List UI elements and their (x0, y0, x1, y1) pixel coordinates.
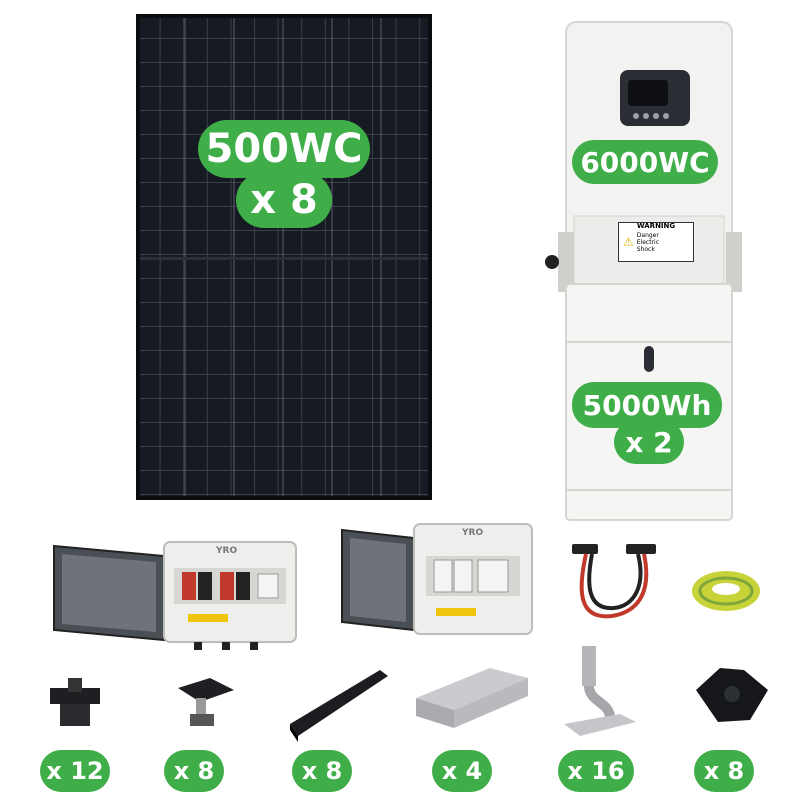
rail-icon (290, 670, 388, 742)
ac-box-image (341, 523, 533, 635)
cables-icon (572, 544, 656, 619)
ac-box-brand: YRO (462, 528, 484, 538)
dc-box-brand: YRO (216, 546, 238, 556)
warning-text-line2: Electric (636, 239, 659, 246)
warning-triangle-icon: ⚠ (623, 235, 634, 249)
panel-quantity-label: x 8 (236, 172, 332, 228)
mid-clamp (170, 670, 240, 730)
ground-cable-icon (692, 571, 760, 611)
mounting-rail (286, 666, 392, 746)
solar-panel (136, 14, 432, 500)
ac-protection-box: YRO (340, 522, 536, 642)
warning-label: WARNING ⚠ Danger Electric Shock (618, 222, 694, 262)
solar-panel-image (136, 14, 432, 500)
roof-hook-qty: x 16 (558, 750, 634, 792)
rail-qty: x 8 (292, 750, 352, 792)
roof-hook-icon (564, 646, 636, 736)
ground-cable-coil (688, 566, 764, 616)
end-clamp (44, 670, 114, 730)
warning-title: WARNING (636, 222, 676, 230)
battery-quantity-label: x 2 (614, 420, 684, 464)
rail-connector-icon (416, 668, 528, 728)
cable-clip (690, 660, 774, 730)
dc-protection-box: YRO (52, 540, 300, 650)
mc4-cables (568, 540, 664, 624)
end-clamp-icon (50, 678, 100, 726)
cable-clip-qty: x 8 (694, 750, 754, 792)
cable-clip-icon (696, 668, 768, 722)
rail-connector-qty: x 4 (432, 750, 492, 792)
end-clamp-qty: x 12 (40, 750, 110, 792)
warning-text-line3: Shock (636, 246, 655, 253)
dc-box-image (53, 541, 297, 650)
roof-hook (560, 642, 640, 748)
mid-clamp-icon (178, 678, 234, 726)
battery-capacity-label: 5000Wh (572, 382, 722, 428)
mid-clamp-qty: x 8 (164, 750, 224, 792)
inverter-power-label: 6000WC (572, 140, 718, 184)
panel-power-label: 500WC (198, 120, 370, 178)
rail-connector (410, 662, 534, 732)
warning-text-line1: Danger (636, 232, 659, 239)
